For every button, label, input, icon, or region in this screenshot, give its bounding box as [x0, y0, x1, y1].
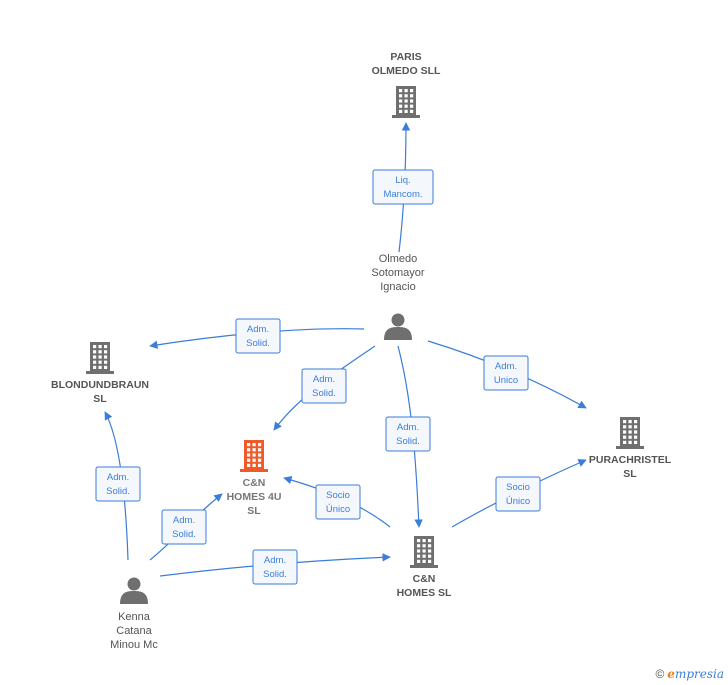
relation-label[interactable]: Adm. Solid. — [252, 549, 298, 585]
node-label: BLONDUNDBRAUN — [51, 379, 149, 391]
relation-label[interactable]: Adm. Unico — [483, 355, 529, 391]
edge-labels-layer: Liq. Mancom. Adm. Solid. Adm. Solid. Adm. Solid… — [95, 169, 541, 585]
relation-label-text: Solid. — [396, 436, 420, 447]
relation-label-box — [95, 466, 141, 502]
node-label: Minou Mc — [110, 639, 158, 651]
relation-label-text: Adm. — [247, 324, 269, 335]
relation-label-text: Liq. — [395, 175, 410, 186]
person-icon — [120, 577, 148, 604]
relation-label-text: Solid. — [263, 569, 287, 580]
relation-label-text: Solid. — [172, 529, 196, 540]
relation-label-text: Único — [506, 496, 530, 507]
node-label: Olmedo — [379, 253, 418, 265]
relation-label-text: Mancom. — [383, 189, 422, 200]
relation-label[interactable]: Liq. Mancom. — [372, 169, 434, 205]
node-label: Ignacio — [380, 281, 415, 293]
relation-label[interactable]: Adm. Solid. — [235, 318, 281, 354]
relation-label-text: Solid. — [106, 486, 130, 497]
node-label: SL — [623, 468, 637, 480]
relation-label-box — [235, 318, 281, 354]
copyright-symbol: © — [655, 667, 665, 681]
relation-label[interactable]: Adm. Solid. — [301, 368, 347, 404]
building-icon — [410, 536, 438, 568]
node-cnh[interactable]: C&N HOMES SL — [397, 536, 452, 599]
relation-label[interactable]: Adm. Solid. — [161, 509, 207, 545]
node-label: SL — [247, 505, 261, 517]
relation-label-text: Unico — [494, 375, 518, 386]
node-paris[interactable]: PARIS OLMEDO SLL — [372, 51, 441, 118]
node-blond[interactable]: BLONDUNDBRAUN SL — [51, 342, 149, 405]
node-label: Kenna — [118, 611, 151, 623]
node-label: SL — [93, 393, 107, 405]
relation-label-box — [252, 549, 298, 585]
building-icon — [86, 342, 114, 374]
person-icon — [384, 313, 412, 340]
relation-label-box — [372, 169, 434, 205]
relation-label-text: Único — [326, 504, 350, 515]
relation-label-text: Adm. — [264, 555, 286, 566]
relation-label-box — [161, 509, 207, 545]
node-label: OLMEDO SLL — [372, 65, 441, 77]
nodes-layer: PARIS OLMEDO SLL OlmedoSotomayorIgnacioBLO… — [51, 51, 672, 651]
relation-label-box — [495, 476, 541, 512]
relation-label-box — [301, 368, 347, 404]
relation-label-text: Adm. — [397, 422, 419, 433]
node-label: PURACHRISTEL — [589, 454, 672, 466]
node-label: HOMES SL — [397, 587, 452, 599]
relation-label[interactable]: Adm. Solid. — [95, 466, 141, 502]
relation-label-text: Socio — [506, 482, 530, 493]
relation-label-box — [483, 355, 529, 391]
brand-logo-initial: e — [667, 667, 675, 681]
brand-logo-text: mpresia — [674, 667, 724, 681]
relation-label-text: Solid. — [246, 338, 270, 349]
node-label: C&N — [243, 477, 266, 489]
building-icon — [616, 417, 644, 449]
node-cn4u[interactable]: C&N HOMES 4U SL — [227, 440, 282, 517]
node-label: HOMES 4U — [227, 491, 282, 503]
relation-label[interactable]: Adm. Solid. — [385, 416, 431, 452]
footer-brand[interactable]: ©empresia — [655, 667, 724, 681]
node-label: PARIS — [390, 51, 421, 63]
node-label: Catana — [116, 625, 152, 637]
node-pura[interactable]: PURACHRISTEL SL — [589, 417, 672, 480]
relation-label-text: Adm. — [313, 374, 335, 385]
node-label: C&N — [413, 573, 436, 585]
relation-label-box — [315, 484, 361, 520]
building-icon — [392, 86, 420, 118]
relation-label-box — [385, 416, 431, 452]
relation-label-text: Socio — [326, 490, 350, 501]
relation-label-text: Solid. — [312, 388, 336, 399]
relation-label-text: Adm. — [495, 361, 517, 372]
relation-label-text: Adm. — [173, 515, 195, 526]
node-label: Sotomayor — [371, 267, 425, 279]
relation-label-text: Adm. — [107, 472, 129, 483]
building-icon — [240, 440, 268, 472]
